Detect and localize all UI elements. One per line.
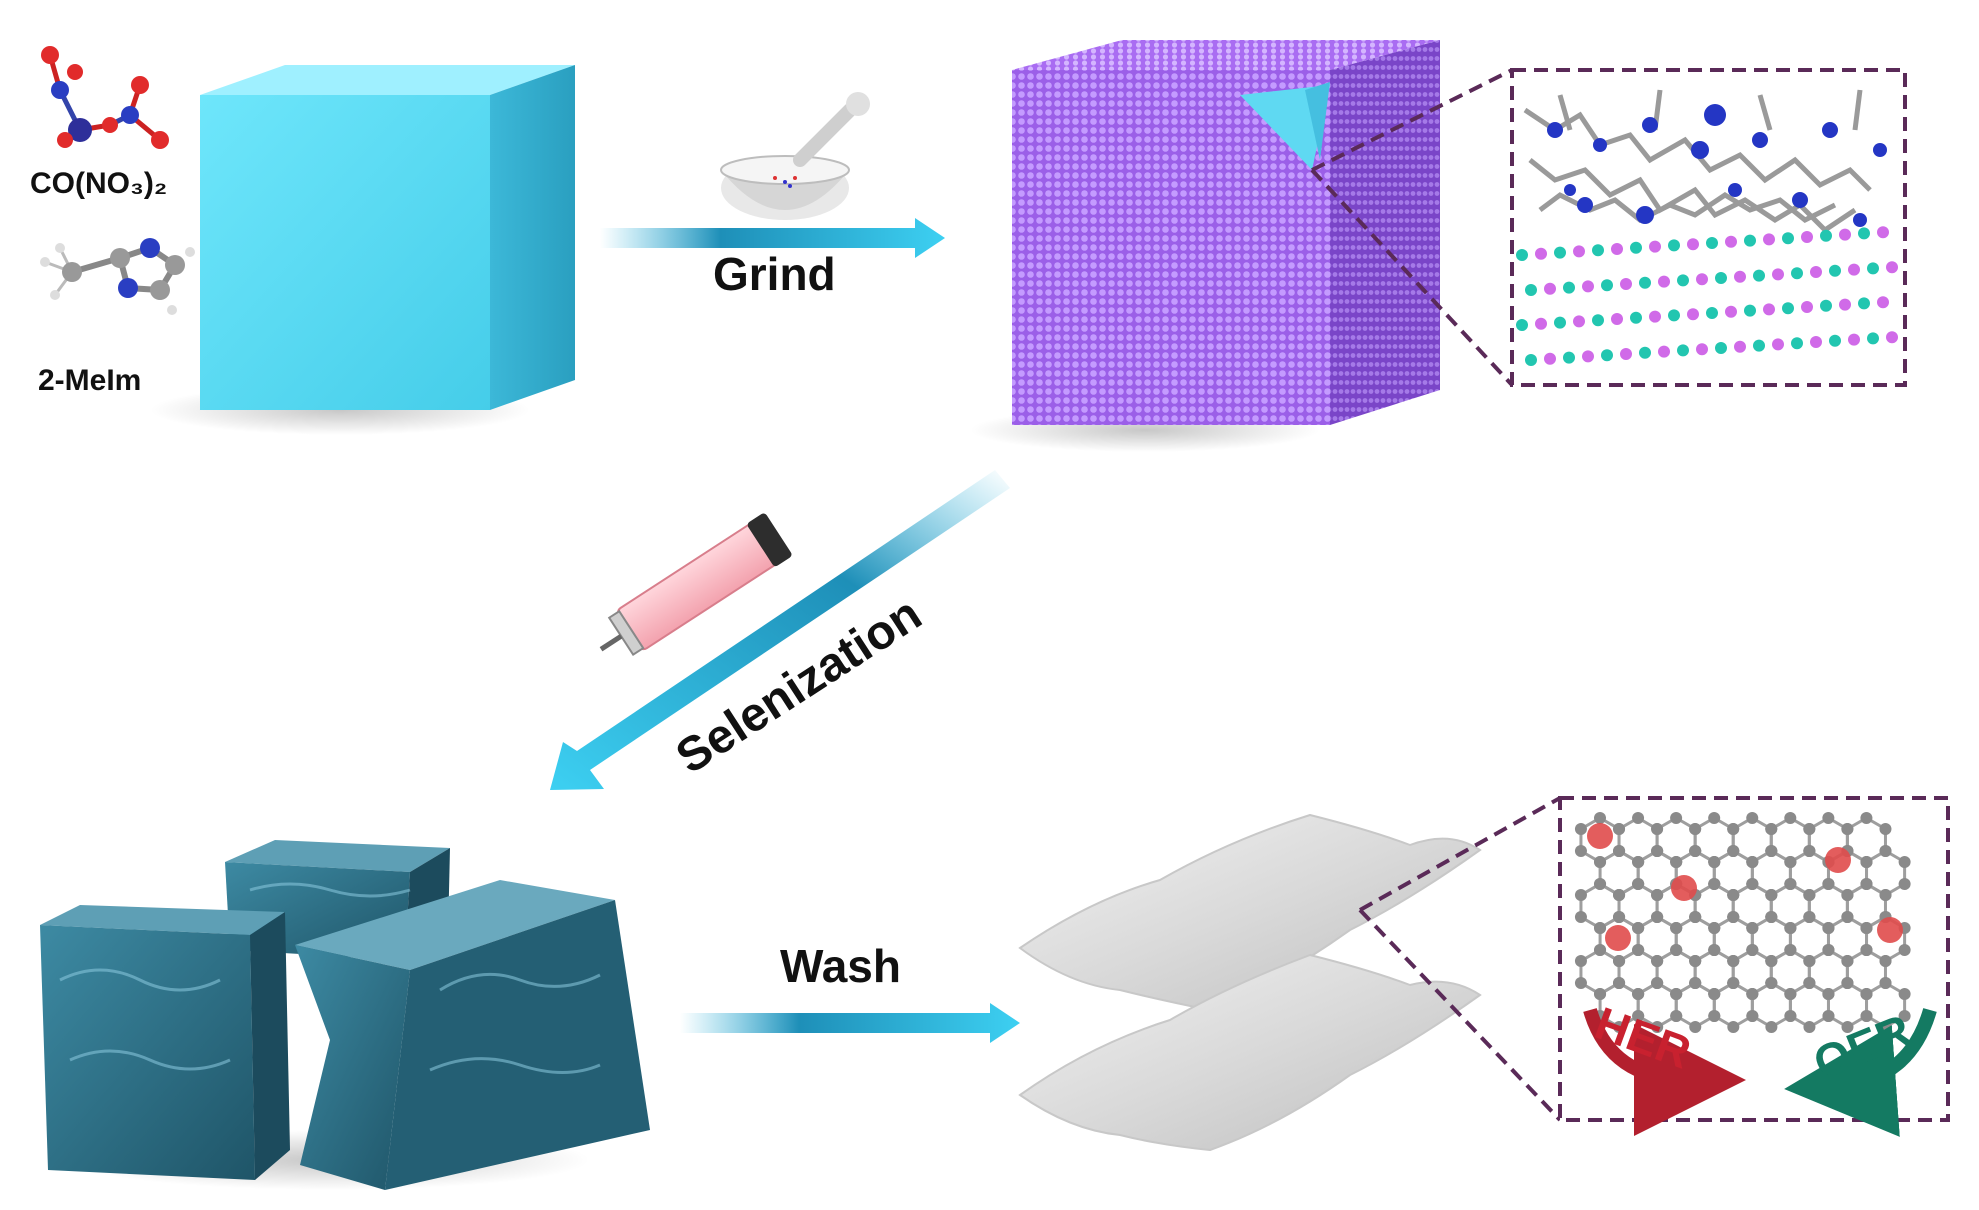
wash-arrow [680, 1003, 1020, 1043]
lattice-atom-rows [1516, 226, 1898, 366]
nanosheets [1018, 813, 1482, 1152]
zif-cube [150, 65, 575, 435]
zoom-lines-bottom [1358, 796, 1562, 1122]
grind-label: Grind [713, 248, 836, 300]
wash-label: Wash [780, 940, 901, 992]
tube-furnace-icon [599, 513, 792, 657]
mortar-pestle-icon [720, 92, 870, 220]
nano-zif-cube [970, 40, 1440, 452]
imidazole-molecule-icon [40, 238, 195, 315]
zif-fragment [1240, 85, 1330, 170]
zif-structure-callout [1510, 68, 1907, 387]
catalyst-callout: HER OER [1558, 796, 1950, 1137]
zoom-lines-top [1310, 68, 1514, 387]
metal-salt-label: CO(NO₃)₂ [30, 167, 167, 200]
selenization-arrow [550, 470, 1010, 790]
nitrate-molecule-icon [41, 46, 169, 149]
cobalt-selenide-cubes [40, 840, 650, 1190]
grind-arrow [600, 218, 945, 258]
ligand-label: 2-MeIm [38, 364, 141, 397]
